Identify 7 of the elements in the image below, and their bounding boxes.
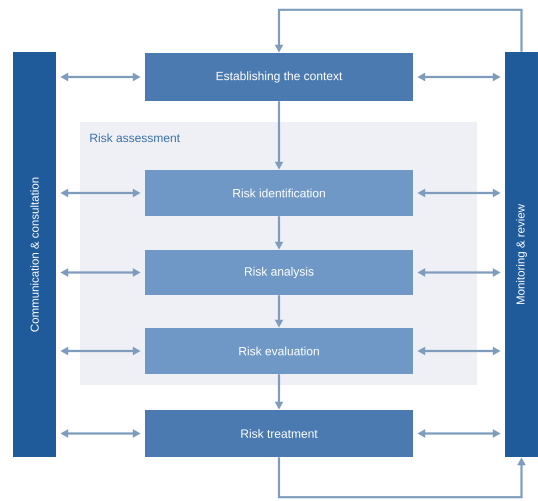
process-box: Risk evaluation	[145, 328, 413, 374]
process-box: Risk analysis	[145, 250, 413, 295]
process-box: Risk treatment	[145, 410, 413, 457]
vertical-bar: Communication & consultation	[13, 52, 56, 457]
vertical-bar: Monitoring & review	[505, 52, 538, 457]
process-box: Establishing the context	[145, 53, 413, 101]
process-box: Risk identification	[145, 170, 413, 216]
